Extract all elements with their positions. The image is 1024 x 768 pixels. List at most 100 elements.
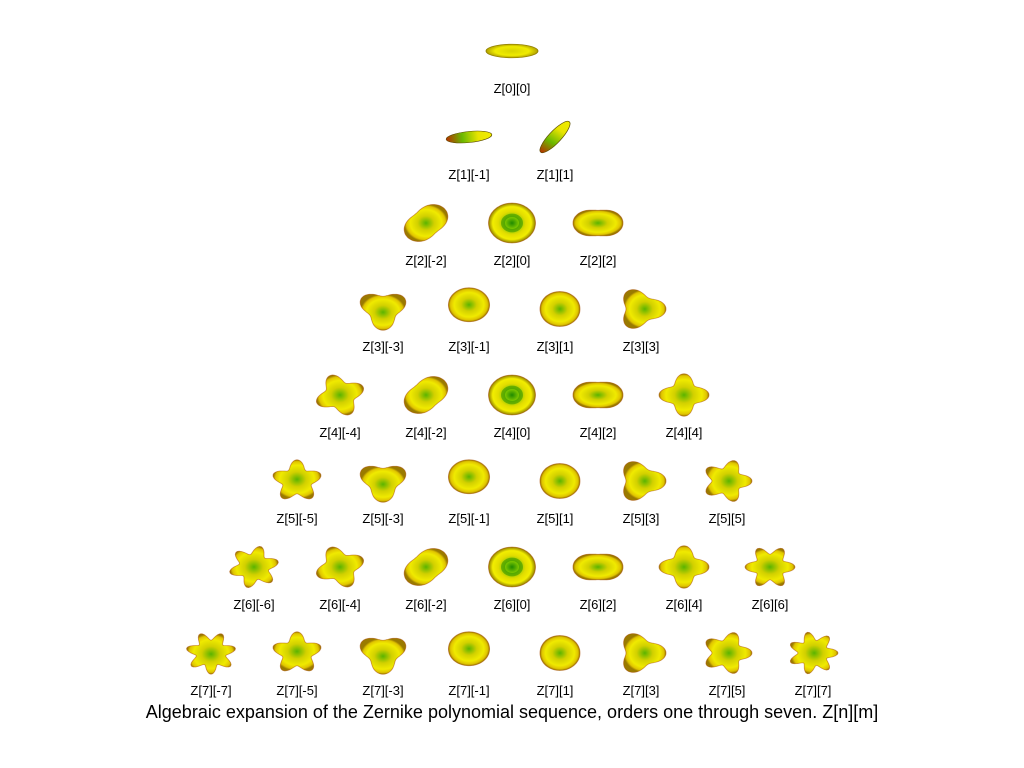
zernike-surface-z5--5-icon: [272, 459, 322, 500]
zernike-surface-z6-6-icon: [744, 547, 796, 586]
zernike-cell-z4-0: Z[4][0]: [469, 354, 555, 440]
pyramid-row-1: Z[1][-1]Z[1][1]: [426, 96, 598, 182]
zernike-label: Z[0][0]: [493, 80, 531, 96]
zernike-cell-z6-6: Z[6][6]: [727, 526, 813, 612]
zernike-cell-z2-0: Z[2][0]: [469, 182, 555, 268]
zernike-label: Z[6][4]: [665, 596, 703, 612]
figure-caption: Algebraic expansion of the Zernike polyn…: [145, 702, 879, 722]
pyramid-row-5: Z[5][-5] Z[5][-3] Z[5][-1] Z[5][1] Z[5][3] Z[…: [254, 440, 770, 526]
zernike-surface-z3-1-icon: [539, 290, 581, 327]
zernike-label: Z[7][7]: [794, 682, 832, 698]
zernike-label: Z[6][0]: [493, 596, 531, 612]
zernike-cell-z5--1: Z[5][-1]: [426, 440, 512, 526]
zernike-surface-z5--3-icon: [359, 465, 407, 503]
zernike-label: Z[7][1]: [536, 682, 574, 698]
zernike-pyramid: Z[0][0]Z[1][-1]Z[1][1]Z[2][-2]Z[2][0]Z[2…: [0, 10, 1024, 698]
zernike-surface-z6-0-icon: [488, 546, 536, 588]
zernike-cell-z4--4: Z[4][-4]: [297, 354, 383, 440]
zernike-cell-z5--5: Z[5][-5]: [254, 440, 340, 526]
zernike-cell-z6--4: Z[6][-4]: [297, 526, 383, 612]
zernike-cell-z6-4: Z[6][4]: [641, 526, 727, 612]
zernike-label: Z[2][0]: [493, 252, 531, 268]
zernike-surface-z6--6-icon: [229, 545, 279, 588]
zernike-cell-z3-3: Z[3][3]: [598, 268, 684, 354]
zernike-surface-z7--5-icon: [272, 631, 322, 672]
zernike-surface-z4-4-icon: [658, 373, 710, 417]
zernike-surface-z4--4-icon: [315, 374, 365, 416]
pyramid-row-2: Z[2][-2] Z[2][0] Z[2][2]: [383, 182, 641, 268]
zernike-surface-z0-0-icon: [485, 43, 539, 58]
zernike-label: Z[4][-2]: [405, 424, 447, 440]
zernike-cell-z6-2: Z[6][2]: [555, 526, 641, 612]
zernike-surface-z5-5-icon: [705, 460, 753, 502]
zernike-cell-z6-0: Z[6][0]: [469, 526, 555, 612]
zernike-surface-z3--1-icon: [447, 287, 491, 322]
zernike-cell-z5-1: Z[5][1]: [512, 440, 598, 526]
zernike-cell-z0-0: Z[0][0]: [469, 10, 555, 96]
zernike-surface-z6-4-icon: [658, 545, 710, 589]
zernike-surface-z3-3-icon: [623, 288, 667, 329]
zernike-label: Z[7][-7]: [190, 682, 232, 698]
pyramid-row-3: Z[3][-3] Z[3][-1] Z[3][1] Z[3][3]: [340, 268, 684, 354]
zernike-surface-z6--4-icon: [315, 546, 365, 588]
zernike-label: Z[2][-2]: [405, 252, 447, 268]
zernike-label: Z[7][-1]: [448, 682, 490, 698]
zernike-cell-z3-1: Z[3][1]: [512, 268, 598, 354]
zernike-cell-z7--3: Z[7][-3]: [340, 612, 426, 698]
zernike-label: Z[6][-2]: [405, 596, 447, 612]
zernike-label: Z[6][-4]: [319, 596, 361, 612]
pyramid-row-4: Z[4][-4] Z[4][-2] Z[4][0] Z[4][2] Z[4][4]: [297, 354, 727, 440]
zernike-cell-z5--3: Z[5][-3]: [340, 440, 426, 526]
zernike-label: Z[5][-1]: [448, 510, 490, 526]
zernike-label: Z[3][1]: [536, 338, 574, 354]
zernike-label: Z[4][4]: [665, 424, 703, 440]
zernike-label: Z[2][2]: [579, 252, 617, 268]
zernike-surface-z7-1-icon: [539, 634, 581, 671]
zernike-cell-z4-2: Z[4][2]: [555, 354, 641, 440]
zernike-cell-z1--1: Z[1][-1]: [426, 96, 512, 182]
zernike-cell-z2--2: Z[2][-2]: [383, 182, 469, 268]
zernike-cell-z7-5: Z[7][5]: [684, 612, 770, 698]
zernike-cell-z3--3: Z[3][-3]: [340, 268, 426, 354]
zernike-label: Z[4][0]: [493, 424, 531, 440]
zernike-surface-z2-0-icon: [488, 202, 536, 244]
pyramid-row-7: Z[7][-7] Z[7][-5] Z[7][-3] Z[7][-1] Z[7][1] Z…: [168, 612, 856, 698]
zernike-cell-z6--6: Z[6][-6]: [211, 526, 297, 612]
zernike-surface-z2--2-icon: [403, 203, 449, 242]
zernike-cell-z4-4: Z[4][4]: [641, 354, 727, 440]
zernike-label: Z[5][-3]: [362, 510, 404, 526]
zernike-cell-z3--1: Z[3][-1]: [426, 268, 512, 354]
zernike-surface-z3--3-icon: [359, 293, 407, 331]
zernike-label: Z[1][-1]: [448, 166, 490, 182]
zernike-cell-z7--1: Z[7][-1]: [426, 612, 512, 698]
zernike-surface-z4--2-icon: [403, 375, 449, 414]
pyramid-row-6: Z[6][-6] Z[6][-4] Z[6][-2] Z[6][0] Z[6][2] Z[…: [211, 526, 813, 612]
zernike-cell-z7-7: Z[7][7]: [770, 612, 856, 698]
zernike-cell-z7--5: Z[7][-5]: [254, 612, 340, 698]
zernike-label: Z[3][-3]: [362, 338, 404, 354]
zernike-label: Z[6][2]: [579, 596, 617, 612]
zernike-surface-z7-3-icon: [623, 632, 667, 673]
zernike-label: Z[5][-5]: [276, 510, 318, 526]
zernike-surface-z7--1-icon: [447, 631, 491, 666]
zernike-label: Z[5][5]: [708, 510, 746, 526]
zernike-cell-z2-2: Z[2][2]: [555, 182, 641, 268]
zernike-surface-z7-5-icon: [705, 632, 753, 674]
zernike-surface-z5-1-icon: [539, 462, 581, 499]
zernike-surface-z6--2-icon: [403, 547, 449, 586]
zernike-surface-z7-7-icon: [789, 631, 839, 674]
zernike-label: Z[5][3]: [622, 510, 660, 526]
zernike-surface-z5--1-icon: [447, 459, 491, 494]
zernike-surface-z2-2-icon: [572, 209, 624, 237]
pyramid-row-0: Z[0][0]: [469, 10, 555, 96]
zernike-cell-z7-3: Z[7][3]: [598, 612, 684, 698]
zernike-label: Z[4][2]: [579, 424, 617, 440]
zernike-cell-z7--7: Z[7][-7]: [168, 612, 254, 698]
zernike-label: Z[6][6]: [751, 596, 789, 612]
zernike-label: Z[7][-5]: [276, 682, 318, 698]
zernike-label: Z[7][3]: [622, 682, 660, 698]
zernike-surface-z5-3-icon: [623, 460, 667, 501]
zernike-label: Z[7][-3]: [362, 682, 404, 698]
zernike-cell-z6--2: Z[6][-2]: [383, 526, 469, 612]
